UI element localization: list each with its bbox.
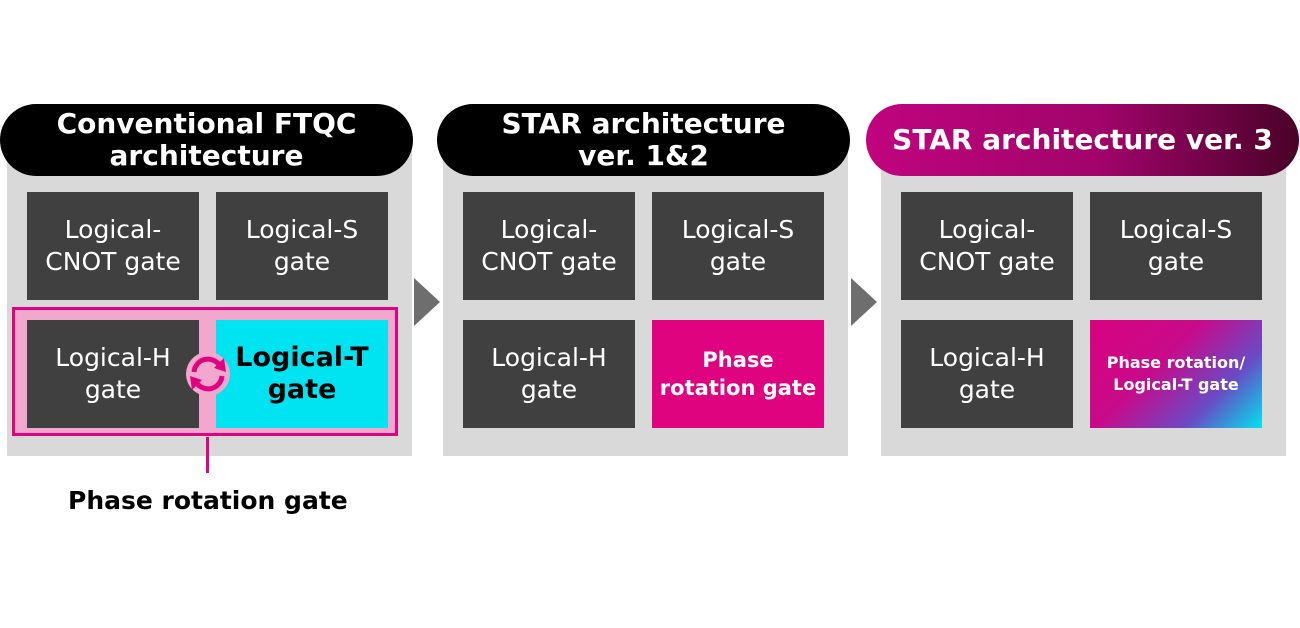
cycle-arrows-icon bbox=[186, 352, 230, 396]
box-logical-h: Logical-H gate bbox=[27, 320, 199, 428]
chevron-right-icon bbox=[851, 278, 877, 326]
box-logical-cnot: Logical- CNOT gate bbox=[27, 192, 199, 300]
box-logical-s: Logical-S gate bbox=[1090, 192, 1262, 300]
box-logical-h: Logical-H gate bbox=[463, 320, 635, 428]
callout-connector bbox=[206, 437, 209, 473]
chevron-right-icon bbox=[414, 278, 440, 326]
box-logical-h: Logical-H gate bbox=[901, 320, 1073, 428]
box-phase-rotation: Phase rotation gate bbox=[652, 320, 824, 428]
callout-label: Phase rotation gate bbox=[68, 486, 348, 515]
box-logical-cnot: Logical- CNOT gate bbox=[901, 192, 1073, 300]
header-star-v3: STAR architecture ver. 3 bbox=[866, 104, 1299, 176]
box-phase-rotation-logical-t: Phase rotation/ Logical-T gate bbox=[1090, 320, 1262, 428]
header-conventional: Conventional FTQC architecture bbox=[0, 104, 413, 176]
box-logical-s: Logical-S gate bbox=[652, 192, 824, 300]
header-star-v12: STAR architecture ver. 1&2 bbox=[437, 104, 850, 176]
box-logical-s: Logical-S gate bbox=[216, 192, 388, 300]
box-logical-t: Logical-T gate bbox=[216, 320, 388, 428]
box-logical-cnot: Logical- CNOT gate bbox=[463, 192, 635, 300]
